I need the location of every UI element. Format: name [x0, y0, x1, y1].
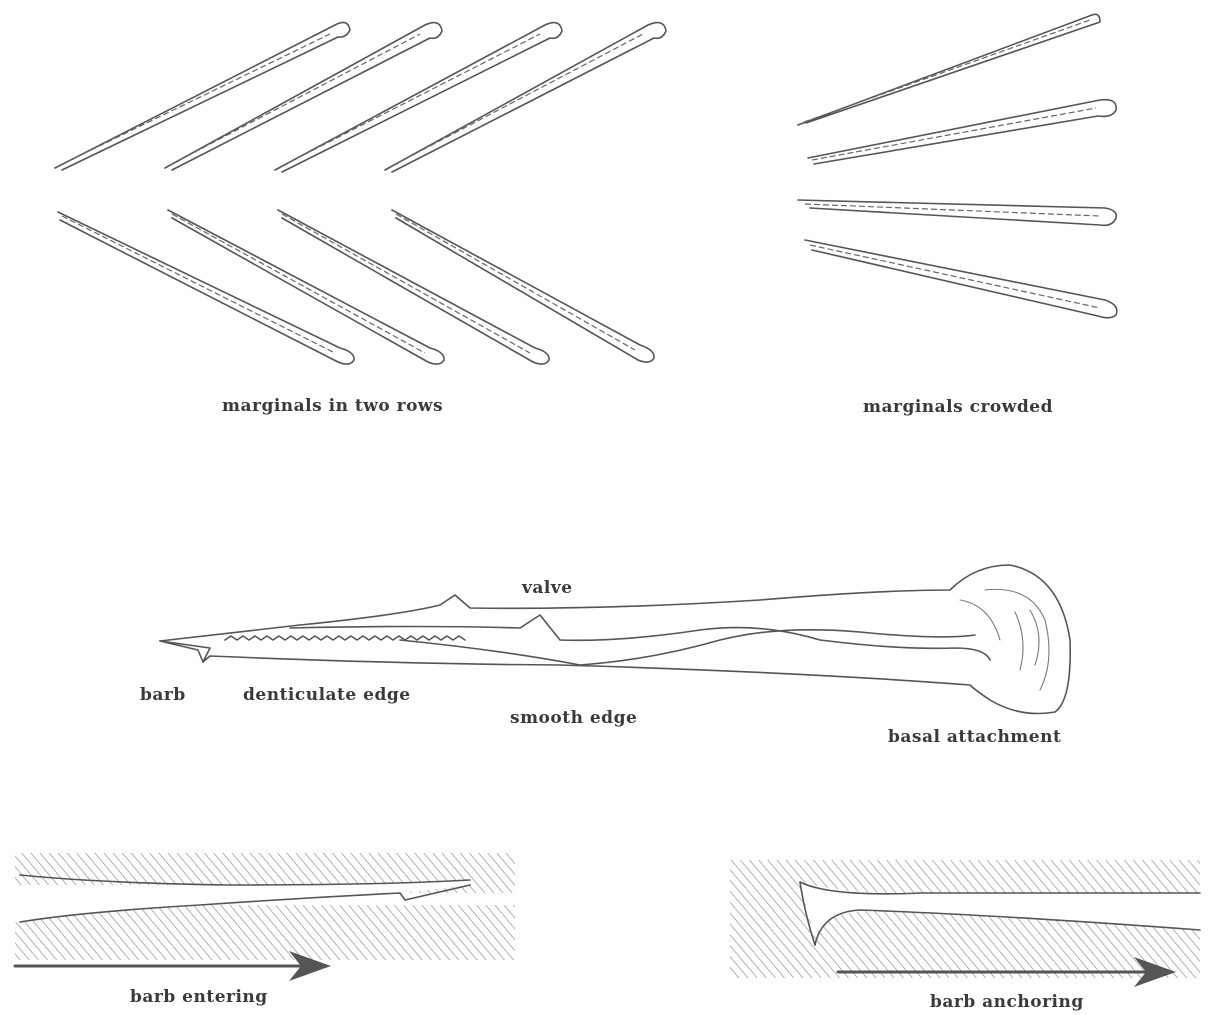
label-barb-anchoring: barb anchoring — [930, 992, 1084, 1012]
tooth-crowded-4 — [805, 240, 1117, 318]
label-barb: barb — [140, 685, 186, 705]
label-marginals-two-rows: marginals in two rows — [222, 396, 443, 416]
tooth-lower-3 — [278, 210, 549, 364]
tooth-upper-4 — [385, 23, 666, 172]
tooth-crowded-3 — [798, 200, 1116, 225]
tooth-lower-4 — [392, 210, 654, 362]
barb-anchoring-panel — [730, 860, 1200, 978]
label-denticulate-edge: denticulate edge — [243, 685, 411, 705]
label-basal-attachment: basal attachment — [888, 727, 1061, 747]
label-smooth-edge: smooth edge — [510, 708, 637, 728]
tooth-upper-2 — [165, 23, 442, 170]
tooth-crowded-2 — [808, 100, 1116, 164]
label-barb-entering: barb entering — [130, 987, 268, 1007]
two-rows-panel — [55, 22, 666, 364]
denticulate-edge-line — [225, 636, 465, 640]
barb-entering-panel — [15, 853, 515, 966]
label-marginals-crowded: marginals crowded — [863, 397, 1053, 417]
tooth-lower-1 — [58, 212, 354, 364]
label-valve: valve — [522, 578, 573, 598]
tooth-upper-3 — [275, 23, 562, 172]
crowded-panel — [798, 14, 1117, 317]
valve-inner-line — [290, 615, 990, 660]
